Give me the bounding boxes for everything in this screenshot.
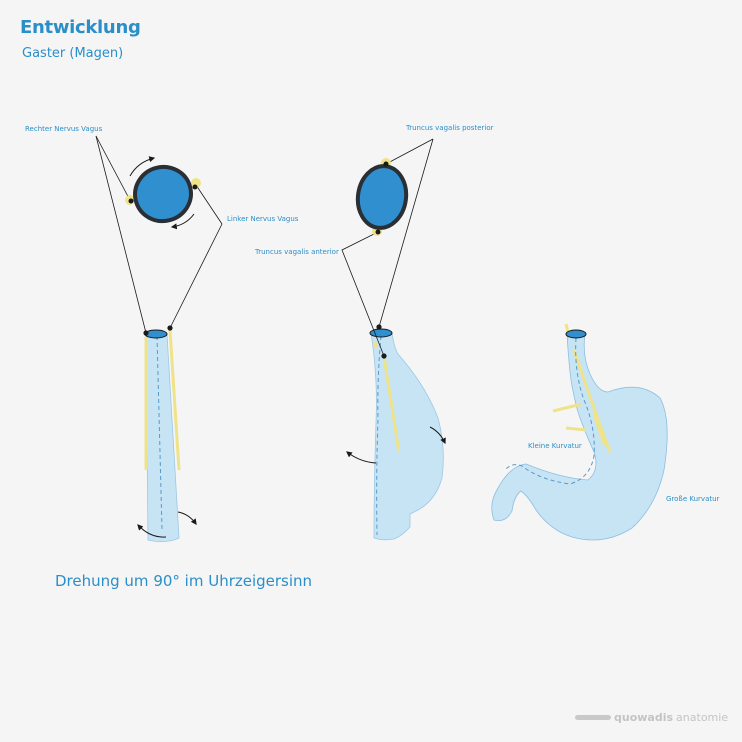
stage-3-nerve-branch-3 [592,413,607,447]
stage-3-mature-stomach [491,323,668,541]
stage-1-midline [156,335,163,531]
stage-1-left-label-leader [195,184,223,225]
label-trunk-posterior: Truncus vagalis posterior [405,124,494,132]
label-left-vagus: Linker Nervus Vagus [227,215,299,223]
label-lesser-curvature: Kleine Kurvatur [528,442,582,450]
stage-1-straight-tube [95,135,223,542]
cross-section-2-wall [355,164,409,230]
stage-1-cutaway-lines [95,135,223,334]
page-subtitle: Gaster (Magen) [22,46,124,61]
cross-section-1-rotation-arrow-bottom [170,213,195,230]
stage-1-tube-body [145,333,180,542]
stage-2-anterior-trunk-nerve [373,341,378,349]
stage-2-cutaway-lines [341,138,434,357]
rotation-caption: Drehung um 90° im Uhrzeigersinn [55,572,313,590]
stage-2-rotation-arrow-left [346,451,377,464]
brand-logo: quowadis anatomie [575,711,728,724]
label-greater-curvature: Große Kurvatur [666,495,720,503]
stage-3-lesser-curvature-line [504,337,595,485]
cross-section-1-rotation-arrow-top [129,156,156,177]
stage-2-posterior-label-leader [385,138,434,165]
label-trunk-anterior: Truncus vagalis anterior [254,248,339,256]
brand-name-light: anatomie [676,711,729,724]
stage-1-right-label-leader [95,135,133,205]
stage-1-rotation-arrow-right [177,511,197,525]
stage-2-stomach-body [370,332,444,541]
brand-name-bold: quowadis [614,711,674,724]
stage-2-rotation-arrow-right [429,426,446,445]
cross-section-1-wall [133,164,193,224]
stage-2-midline [376,335,382,536]
stage-3-opening [565,329,587,339]
stage-1-left-vagus-nerve [168,329,181,471]
stage-1-rotation-arrow-left [137,524,167,538]
cross-section-1 [125,156,201,230]
scalpel-icon [575,715,611,720]
stage-2-rotating-stomach [341,138,446,541]
label-right-vagus: Rechter Nervus Vagus [25,125,103,133]
stage-2-opening [369,328,393,338]
stage-3-nerve-branch-2 [565,426,587,432]
cross-section-2 [355,158,409,236]
page-title: Entwicklung [20,17,141,38]
stage-2-posterior-trunk-nerve [382,356,401,453]
stage-3-nerve-branch-1 [552,402,583,413]
stage-3-stomach-body [491,333,668,541]
